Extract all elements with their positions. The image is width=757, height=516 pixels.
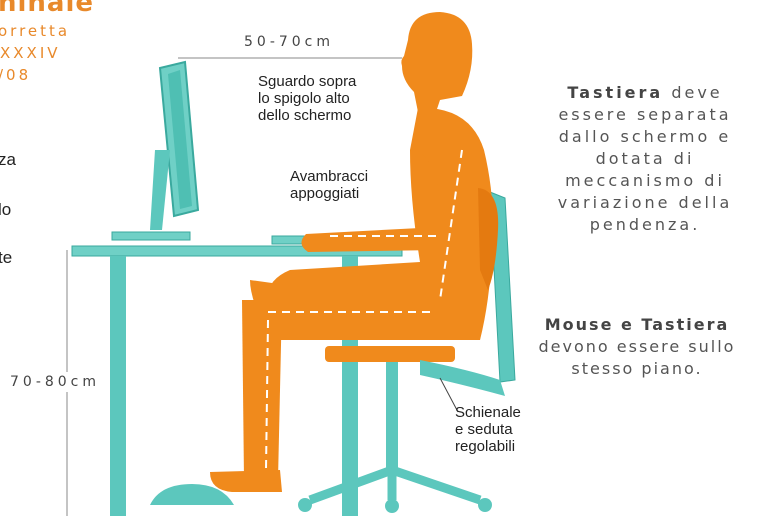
sguardo-line-3: dello schermo [258, 107, 356, 124]
tastiera-line-4: dotata di [536, 148, 754, 170]
avambracci-line-2: appoggiati [290, 185, 368, 202]
mouse-info: Mouse e Tastiera devono essere sullo ste… [520, 314, 754, 380]
monitor-icon [112, 62, 198, 240]
avambracci-note: Avambracci appoggiati [290, 168, 368, 202]
mouse-line-2: stesso piano. [520, 358, 754, 380]
mouse-bold: Mouse e Tastiera [545, 315, 730, 334]
schienale-line-1: Schienale [455, 404, 521, 421]
avambracci-line-1: Avambracci [290, 168, 368, 185]
tastiera-info: Tastiera deve essere separata dallo sche… [536, 82, 754, 236]
schienale-line-3: regolabili [455, 438, 521, 455]
eye-distance-label: 50-70cm [240, 34, 338, 50]
schienale-line-2: e seduta [455, 421, 521, 438]
tastiera-line-5: meccanismo di [536, 170, 754, 192]
tastiera-line-6: variazione della [536, 192, 754, 214]
tastiera-bold: Tastiera [567, 83, 663, 102]
sguardo-line-2: lo spigolo alto [258, 90, 356, 107]
mouse-line-1: devono essere sullo [520, 336, 754, 358]
sguardo-note: Sguardo sopra lo spigolo alto dello sche… [258, 73, 356, 124]
schienale-note: Schienale e seduta regolabili [455, 404, 521, 455]
sguardo-line-1: Sguardo sopra [258, 73, 356, 90]
desk-height-label: 70-80cm [10, 372, 100, 392]
tastiera-line-2: essere separata [536, 104, 754, 126]
tastiera-line-3: dallo schermo e [536, 126, 754, 148]
tastiera-line-7: pendenza. [536, 214, 754, 236]
tastiera-line-1: deve [671, 83, 722, 102]
